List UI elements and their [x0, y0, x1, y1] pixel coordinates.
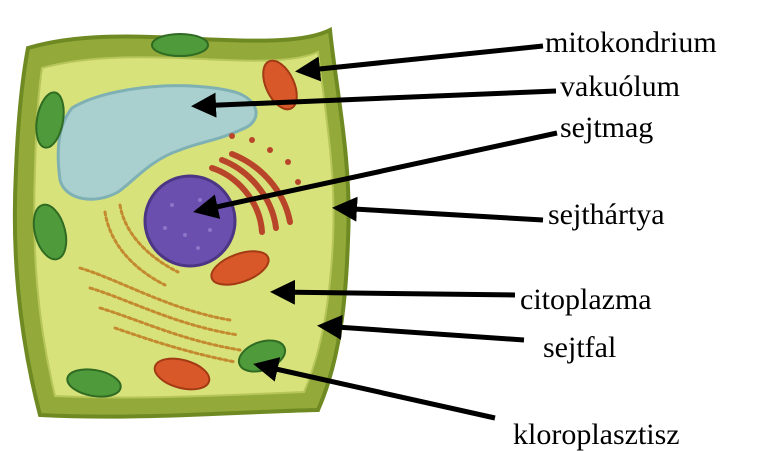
label-citoplazma: citoplazma: [520, 285, 652, 315]
label-sejthartya: sejthártya: [548, 200, 665, 230]
label-sejtmag: sejtmag: [560, 113, 653, 143]
label-sejtfal: sejtfal: [543, 333, 616, 363]
label-mitokondrium: mitokondrium: [545, 28, 717, 58]
label-kloroplasztisz: kloroplasztisz: [513, 420, 680, 450]
nucleus: [145, 176, 235, 266]
arrow-sejtfal: [322, 326, 524, 340]
chloroplast: [152, 34, 208, 56]
label-vakuolum: vakuólum: [560, 72, 680, 102]
arrow-mitokondrium: [300, 46, 543, 71]
arrow-sejthartya: [337, 208, 543, 220]
arrow-citoplazma: [275, 292, 515, 295]
